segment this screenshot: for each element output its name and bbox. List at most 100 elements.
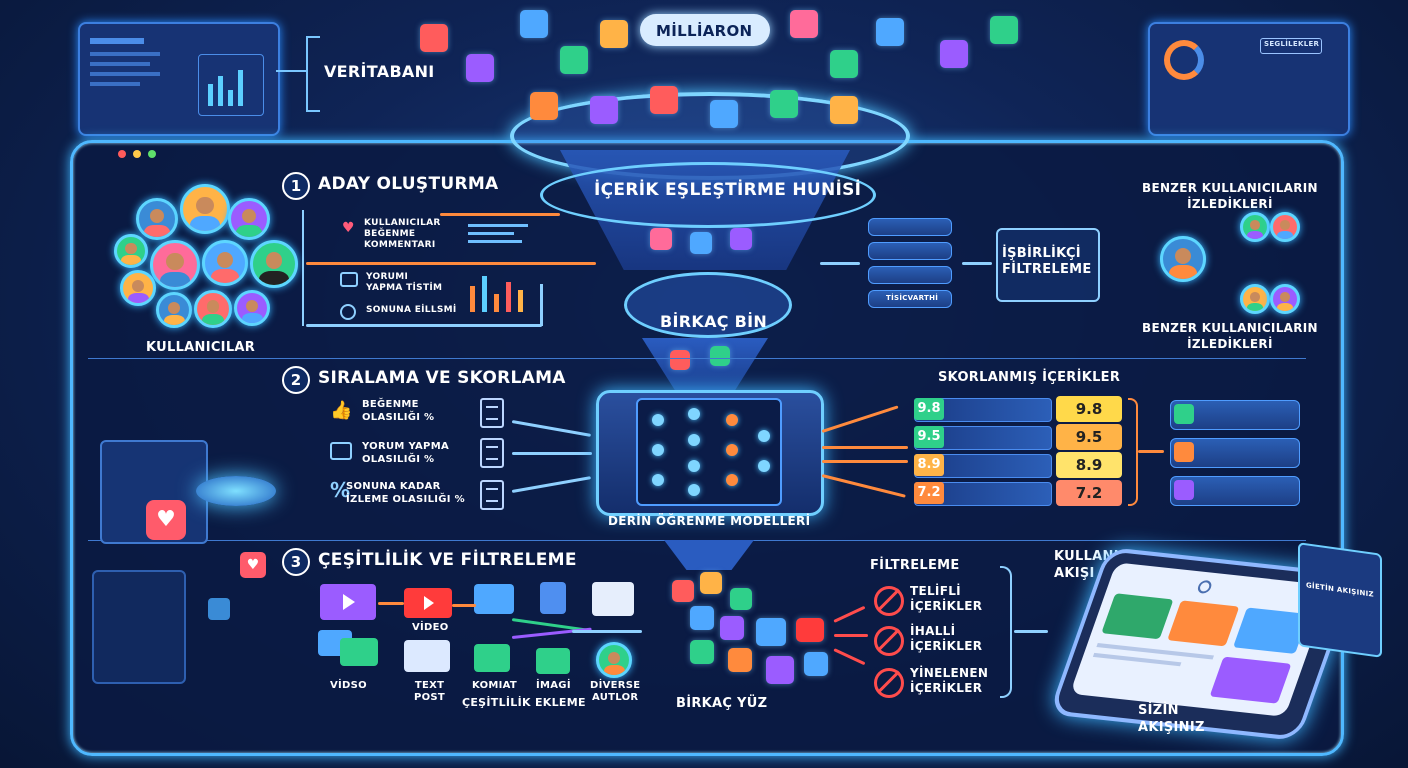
user-avatar (136, 198, 178, 240)
filtering-title: FİLTRELEME (870, 558, 960, 573)
similar-user-avatar (1240, 212, 1270, 242)
media-tile (700, 572, 722, 594)
similar-user-avatar (1270, 284, 1300, 314)
user-avatar (180, 184, 230, 234)
author-avatar (596, 642, 632, 678)
media-tile (420, 24, 448, 52)
block-icon (874, 586, 904, 616)
hologram-platform (196, 476, 276, 506)
block-icon (874, 626, 904, 656)
media-tile (728, 648, 752, 672)
media-tile (672, 580, 694, 602)
user-avatar (150, 240, 200, 290)
comment-icon (340, 272, 358, 287)
media-tile (796, 618, 824, 642)
media-tile (690, 232, 712, 254)
diversity-label: ÇEŞİTLİLİK EKLEME (462, 696, 586, 709)
funnel-title: İÇERİK EŞLEŞTİRME HUNİSİ (594, 180, 862, 200)
comment-icon (330, 442, 352, 460)
circuit-panel (92, 570, 186, 684)
similar-user-avatar (1270, 212, 1300, 242)
score-pill: 9.8 (1056, 396, 1122, 422)
item-vidso: VİDSO (330, 680, 367, 691)
funnel-neck (624, 272, 792, 338)
heart-icon: ♥ (240, 552, 266, 578)
score-badge: 9.5 (914, 426, 944, 448)
media-tile (530, 92, 558, 120)
signal-likes: KULLANICILAR BEĞENME KOMMENTARI (364, 218, 441, 250)
heart-icon: ♥ (342, 220, 355, 236)
right-panel-label: SEGLİLEKLER (1264, 40, 1320, 48)
score-badge: 7.2 (914, 482, 944, 504)
item-komiat: KOMIAT (472, 680, 518, 691)
media-tile (876, 18, 904, 46)
image-icon (474, 644, 510, 672)
image-icon (536, 648, 570, 674)
media-tile (770, 90, 798, 118)
media-tile (730, 588, 752, 610)
document-icon (540, 582, 566, 614)
media-tile (520, 10, 548, 38)
similar-user-avatar (1160, 236, 1206, 282)
hundreds-label: BİRKAÇ YÜZ (676, 696, 768, 711)
phone-screen (1069, 562, 1332, 717)
collab-filter-box (996, 228, 1100, 302)
media-tile (804, 652, 828, 676)
model-label: DERİN ÖĞRENME MODELLERİ (608, 514, 811, 528)
prob-watch: SONUNA KADAR İZLEME OLASILIĞI % (346, 481, 465, 505)
your-feed-label: SİZİN AKIŞINIZ (1138, 703, 1205, 735)
media-tile (790, 10, 818, 38)
media-tile (650, 228, 672, 250)
media-tile (766, 656, 794, 684)
user-avatar (250, 240, 298, 288)
item-image: İMAGİ (536, 680, 571, 691)
millions-label: MİLLİARON (656, 22, 753, 40)
similar-users-top: BENZER KULLANICILARIN İZLEDİKLERİ (1142, 181, 1318, 211)
step2-number: 2 (282, 366, 310, 394)
media-tile (690, 606, 714, 630)
user-avatar (234, 290, 270, 326)
block-icon (874, 668, 904, 698)
prob-like: BEĞENME OLASILIĞI % (362, 399, 435, 423)
right-stats-panel: SEGLİLEKLER (1148, 22, 1350, 136)
similar-user-avatar (1240, 284, 1270, 314)
candidate-row (868, 242, 952, 260)
users-label: KULLANICILAR (146, 340, 256, 355)
user-avatar (194, 290, 232, 328)
item-text-post: TEXT POST (414, 680, 446, 703)
feed-screen-card: GİETİN AKIŞINIZ (1298, 542, 1382, 658)
document-icon (480, 438, 504, 468)
signal-comments: YORUMI YAPMA TİSTİM (366, 272, 443, 293)
window-min-dot (133, 150, 141, 158)
user-avatar (114, 234, 148, 268)
chat-icon (592, 582, 634, 616)
window-max-dot (148, 150, 156, 158)
item-diverse-author: DİVERSE AUTLOR (590, 680, 641, 703)
media-tile (560, 46, 588, 74)
collab-filter-title: İŞBİRLİKÇİ FİLTRELEME (1002, 246, 1092, 277)
step1-title: ADAY OLUŞTURMA (318, 174, 499, 194)
feed-screen-label: GİETİN AKIŞINIZ (1306, 581, 1374, 599)
item-video: VİDEO (412, 622, 449, 633)
filter-violation: İHALLİ İÇERİKLER (910, 624, 983, 653)
badge-icon (208, 598, 230, 620)
database-label: VERİTABANI (324, 62, 435, 81)
document-icon (480, 480, 504, 510)
feed-post-image (1101, 593, 1174, 640)
media-tile (730, 228, 752, 250)
candidate-row (868, 290, 952, 308)
media-tile (720, 616, 744, 640)
user-avatar (228, 198, 270, 240)
prob-comment: YORUM YAPMA OLASILIĞI % (362, 441, 449, 465)
candidate-list-icon (468, 222, 532, 250)
candidate-bar-chart (468, 272, 532, 312)
candidate-row (868, 266, 952, 284)
media-tile (710, 100, 738, 128)
heart-icon: ♥ (146, 500, 186, 540)
percent-icon: % (330, 478, 351, 502)
media-tile (940, 40, 968, 68)
search-icon (1196, 579, 1214, 595)
candidate-list-label: TİSİCVARTHİ (886, 294, 939, 302)
candidate-row (868, 218, 952, 236)
